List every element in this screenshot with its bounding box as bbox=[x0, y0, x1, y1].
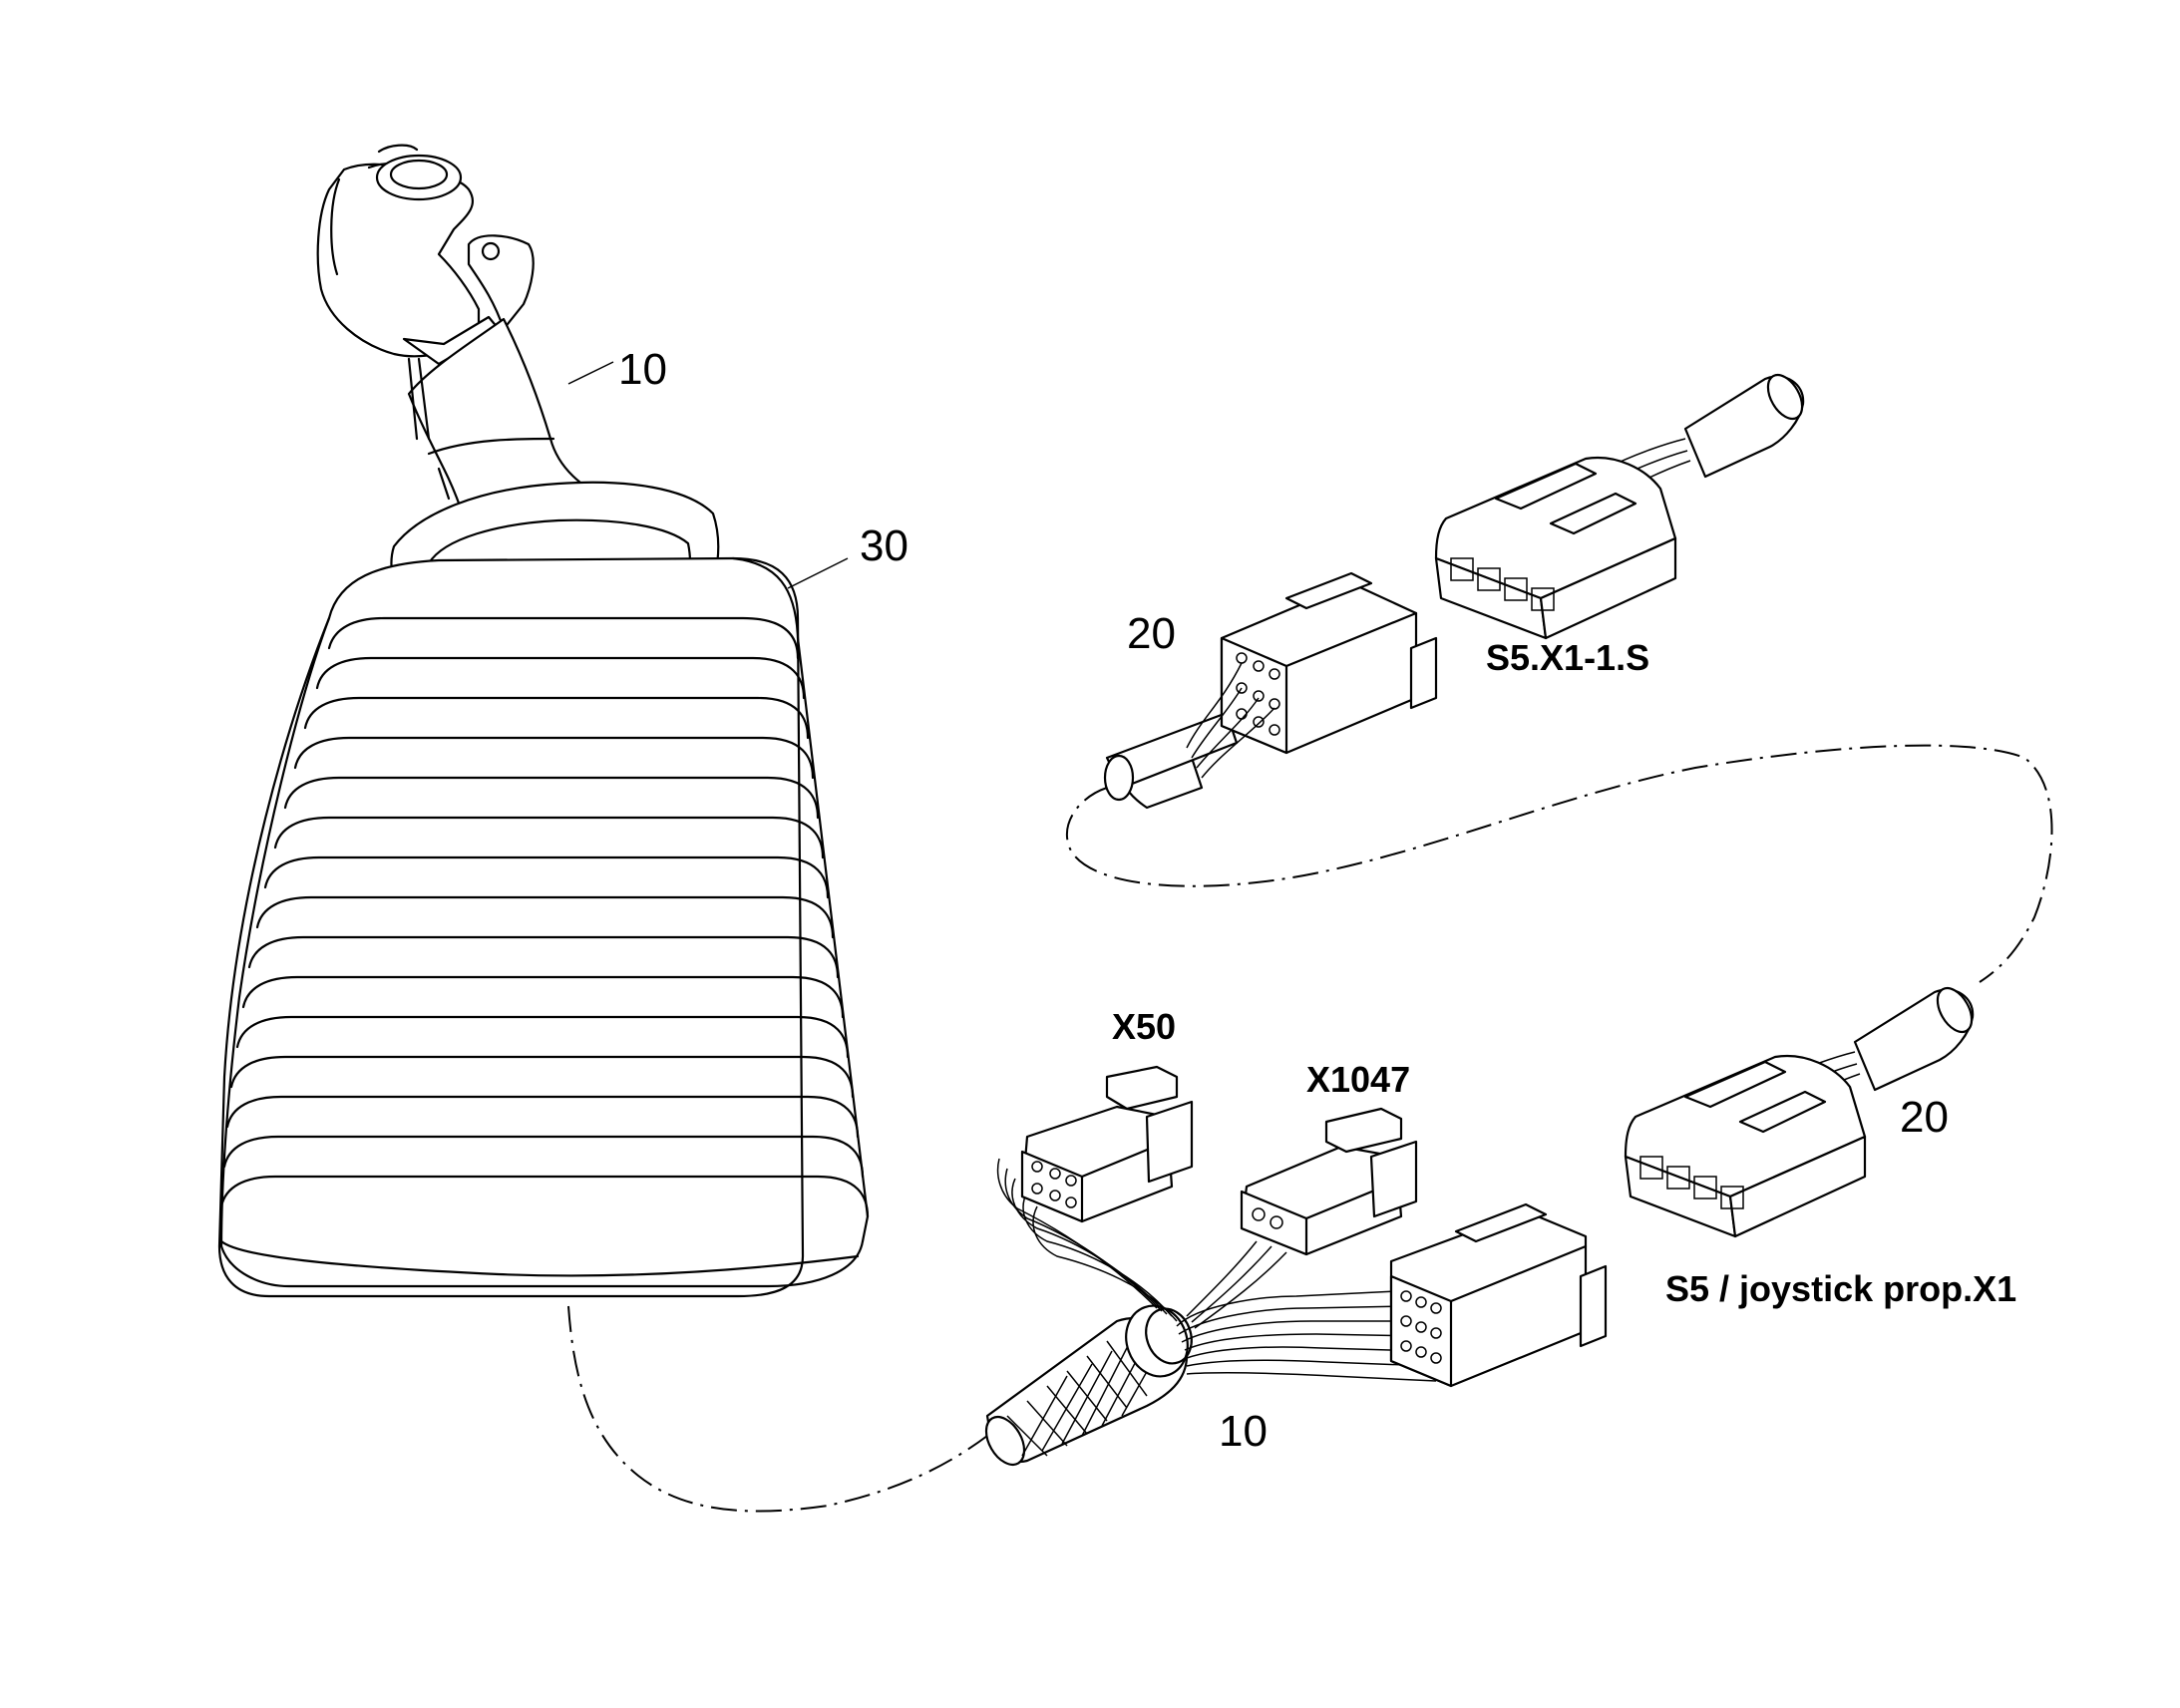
connector-x50 bbox=[1020, 1065, 1194, 1223]
label-x1047: X1047 bbox=[1306, 1059, 1410, 1100]
connector-s5-x1-1-s bbox=[1434, 373, 1805, 640]
connector-20-male bbox=[1103, 571, 1438, 810]
rubber-boot bbox=[217, 481, 870, 1298]
label-x50: X50 bbox=[1112, 1006, 1176, 1047]
label-s5-x1-1-s: S5.X1-1.S bbox=[1486, 637, 1649, 678]
connection-lines bbox=[567, 744, 2053, 1513]
callout-20-right: 20 bbox=[1900, 1093, 1949, 1142]
connector-x1047 bbox=[1240, 1107, 1418, 1256]
harness-wires bbox=[996, 1158, 1437, 1382]
callout-30-boot: 30 bbox=[860, 521, 908, 570]
callout-leaders bbox=[567, 361, 849, 589]
boot-ridges bbox=[219, 616, 870, 1277]
callout-10-harness: 10 bbox=[1219, 1407, 1268, 1456]
label-s5-joystick-prop-x1: S5 / joystick prop.X1 bbox=[1665, 1268, 2016, 1309]
connector-s5-joystick-prop-x1 bbox=[1624, 986, 1975, 1238]
callout-20-upper: 20 bbox=[1127, 609, 1176, 658]
braid-pattern bbox=[1006, 1330, 1168, 1457]
connector-harness-main bbox=[1389, 1202, 1608, 1388]
wiring-harness bbox=[984, 1065, 1608, 1466]
callout-10-handle: 10 bbox=[618, 345, 667, 394]
